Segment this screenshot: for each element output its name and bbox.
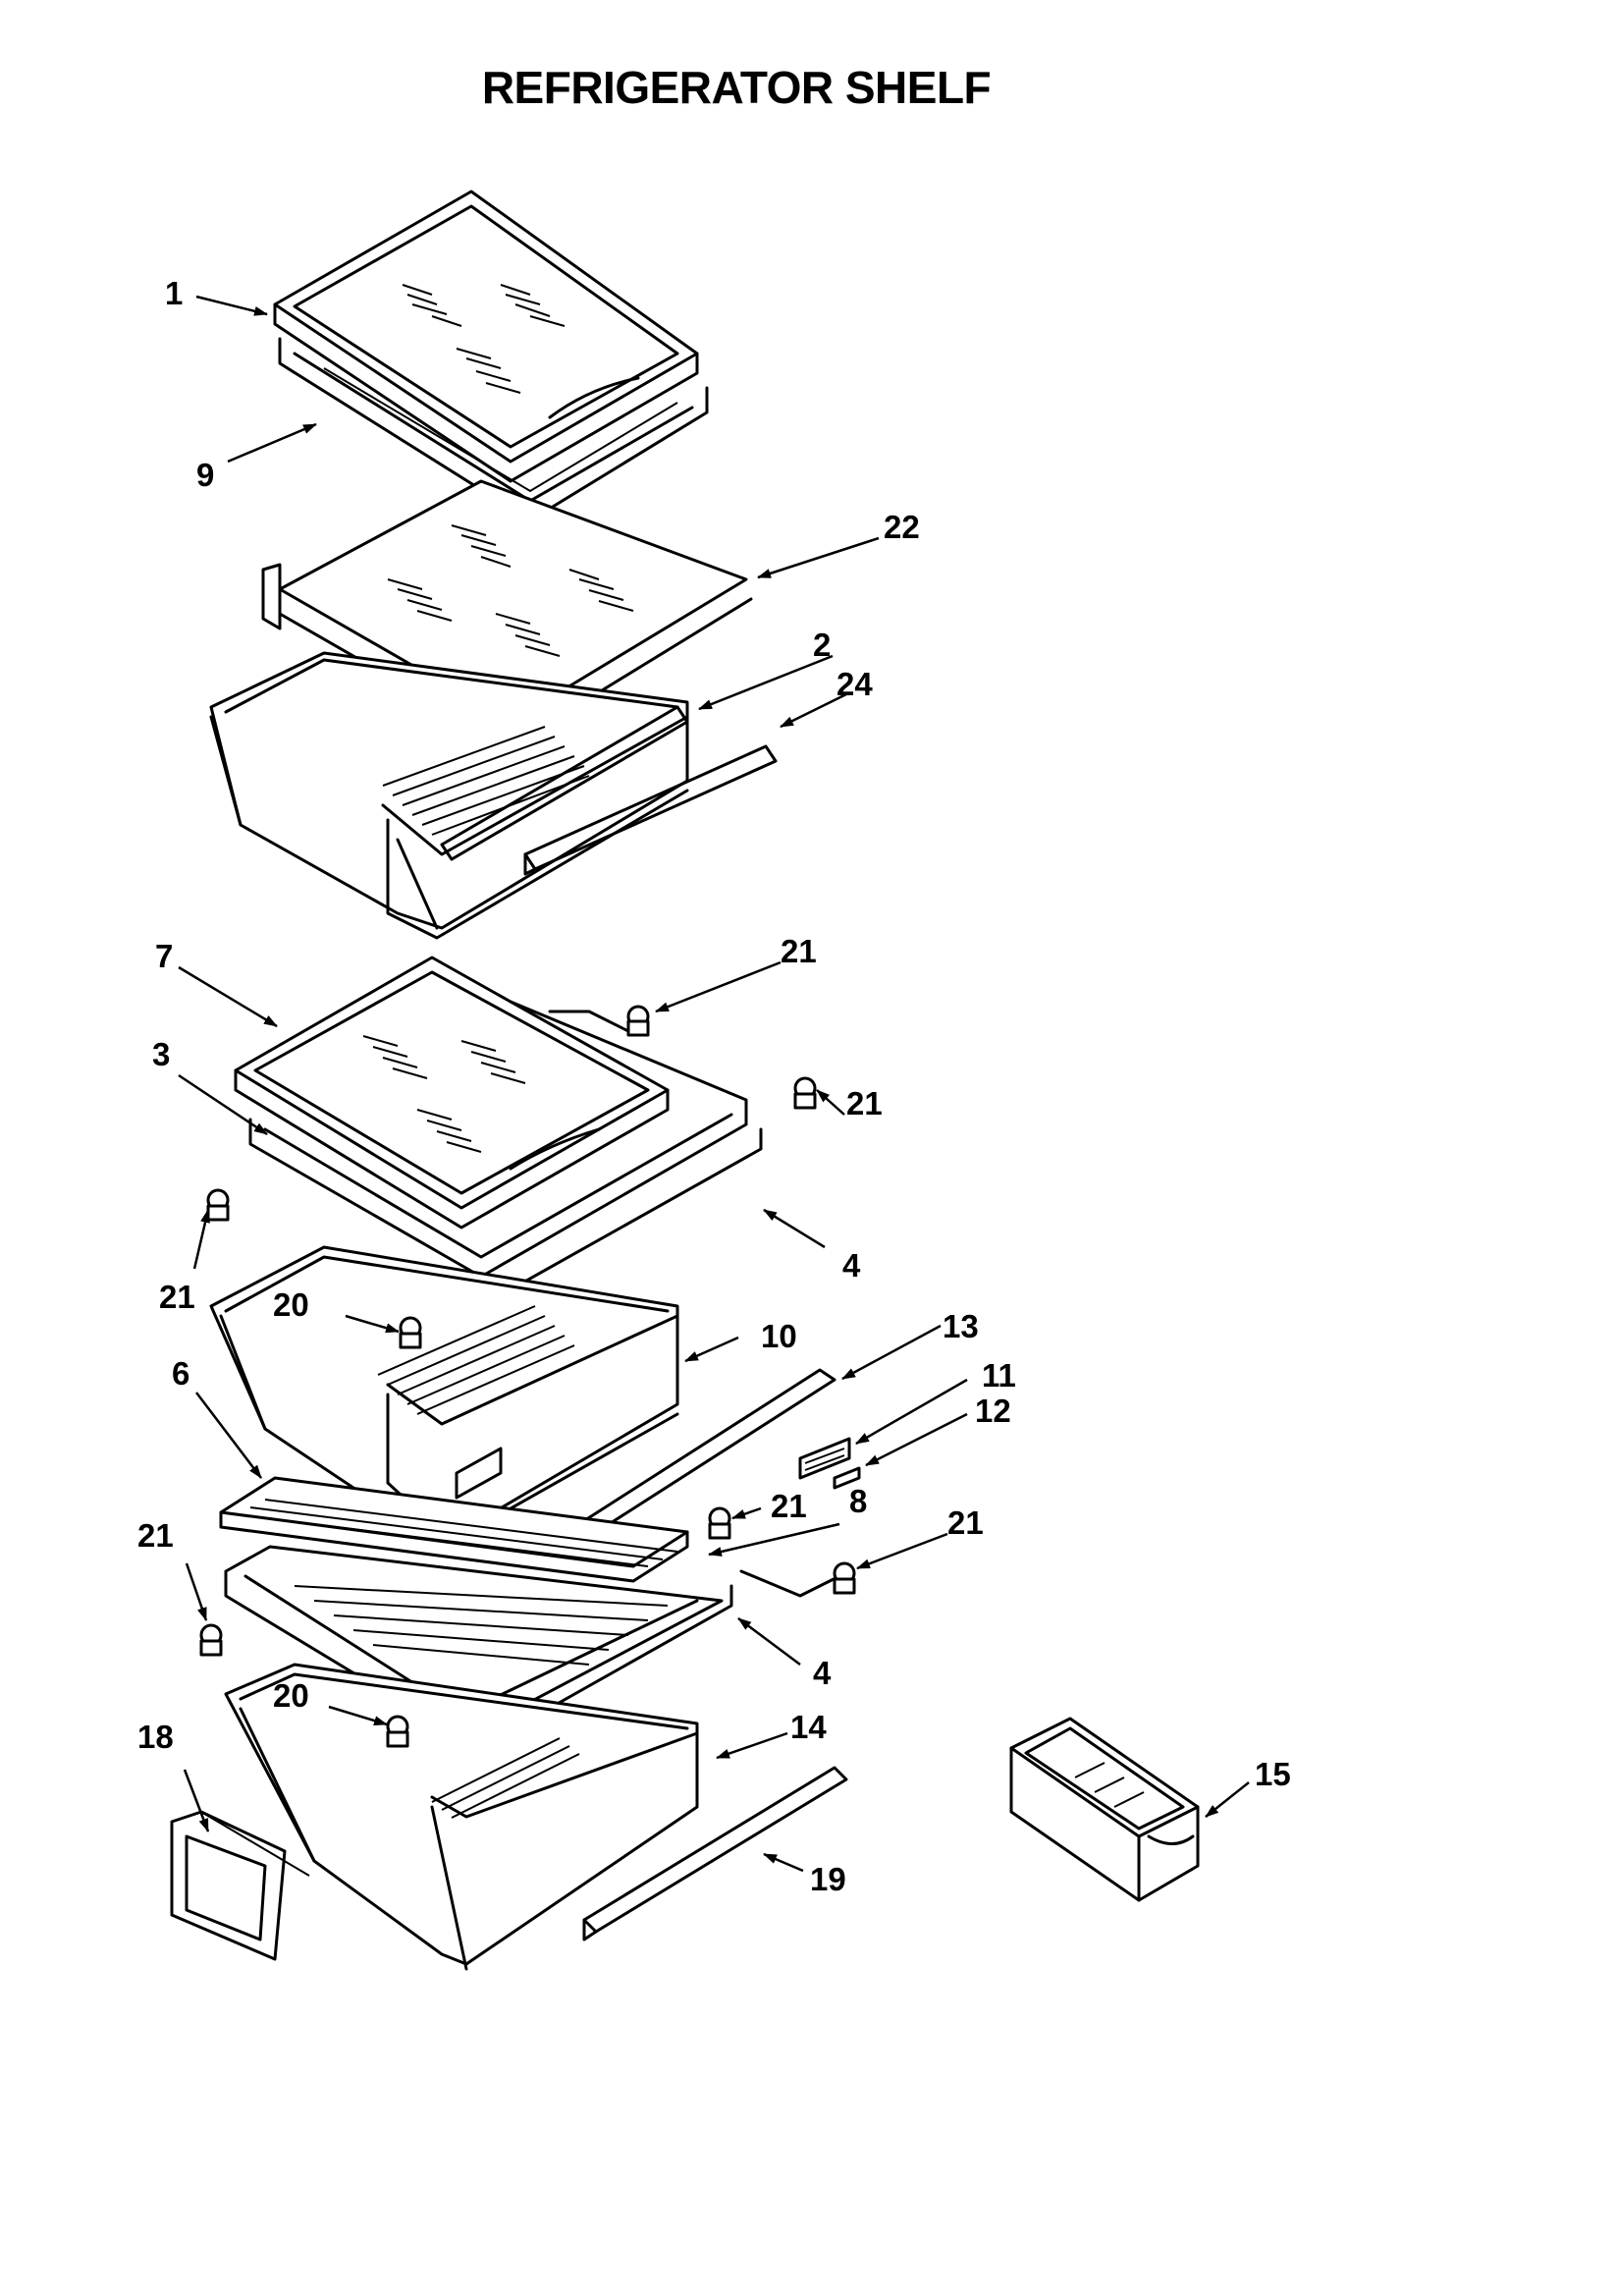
part-middle-glass-shelf	[234, 956, 670, 1230]
part-slide-cover-11	[798, 1437, 851, 1480]
callout-22: 22	[884, 509, 920, 545]
callout-labels: 1 9 22 2 24 7 21 3 21 4 21 20 10 13 6 11…	[137, 275, 1291, 1897]
callout-19: 19	[810, 1861, 846, 1897]
callout-2: 2	[813, 627, 831, 663]
callout-9: 9	[196, 457, 214, 493]
part-clip-12	[833, 1466, 861, 1490]
part-middle-crisper-drawer	[209, 1245, 679, 1544]
callout-21-e: 21	[947, 1504, 984, 1541]
fastener-21-e	[739, 1561, 856, 1598]
callout-20-a: 20	[273, 1286, 309, 1323]
callout-18: 18	[137, 1719, 174, 1755]
fastener-21-a	[548, 1005, 650, 1037]
callout-7: 7	[155, 938, 173, 974]
part-upper-crisper-drawer	[209, 651, 689, 940]
fastener-21-c	[206, 1188, 230, 1222]
callout-10: 10	[761, 1318, 797, 1354]
callout-12: 12	[975, 1393, 1011, 1429]
callout-6: 6	[172, 1355, 189, 1392]
callout-21-f: 21	[137, 1517, 174, 1554]
diagram-title: REFRIGERATOR SHELF	[481, 62, 992, 113]
part-lower-crisper-drawer	[224, 1663, 699, 1971]
callout-13: 13	[943, 1308, 979, 1344]
callout-3: 3	[152, 1036, 170, 1072]
callout-21-d: 21	[771, 1488, 807, 1524]
callout-15: 15	[1255, 1756, 1291, 1792]
fastener-21-f	[199, 1623, 223, 1657]
callout-8: 8	[849, 1483, 867, 1519]
leader-arrows	[178, 295, 1250, 1873]
part-lower-glass-shelf	[219, 1476, 689, 1583]
fastener-20-a	[399, 1316, 422, 1349]
part-top-glass-shelf	[273, 190, 699, 483]
fastener-21-b	[793, 1076, 817, 1110]
callout-20-b: 20	[273, 1677, 309, 1714]
callout-14: 14	[790, 1709, 827, 1745]
callout-21-b: 21	[846, 1085, 883, 1121]
fastener-20-b	[386, 1715, 409, 1748]
callout-24: 24	[836, 666, 873, 702]
callout-1: 1	[165, 275, 183, 311]
part-label-frame-18	[170, 1810, 310, 1961]
callout-11: 11	[982, 1357, 1016, 1394]
part-door-bin-15	[1009, 1717, 1200, 1902]
part-handle-24	[523, 744, 778, 876]
fastener-21-d	[708, 1506, 731, 1540]
callout-4-a: 4	[842, 1247, 861, 1284]
callout-21-c: 21	[159, 1279, 195, 1315]
callout-4-b: 4	[813, 1655, 832, 1691]
callout-21-a: 21	[781, 933, 817, 969]
part-handle-19	[582, 1766, 848, 1941]
